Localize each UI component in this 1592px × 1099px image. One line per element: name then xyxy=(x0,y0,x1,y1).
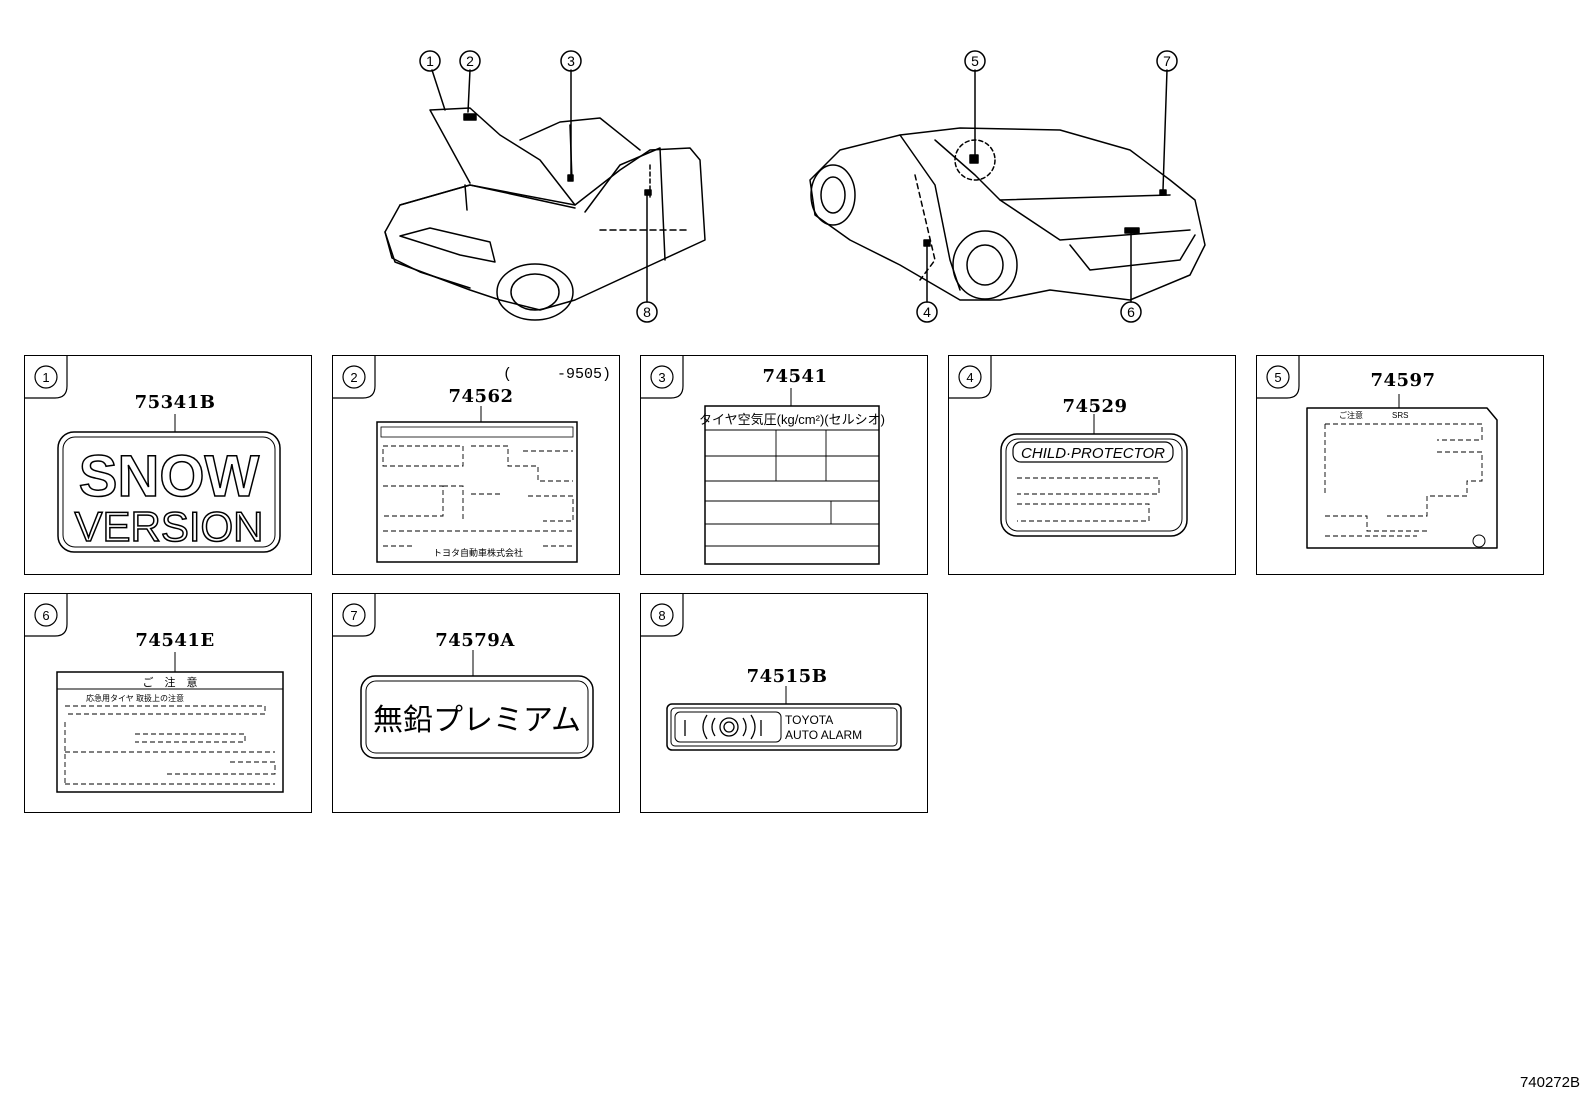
manufacturer-footer: トヨタ自動車株式会社 xyxy=(433,547,523,558)
part-number-74541E: 74541E xyxy=(135,630,215,651)
part-number-74515B: 74515B xyxy=(746,666,828,687)
label-panel-4: 4 CHILD·PROTECTOR 74529 xyxy=(948,355,1236,575)
rear-car-outline xyxy=(809,127,1206,301)
callout-3: 3 xyxy=(567,53,575,69)
panel-4-graphics: 4 CHILD·PROTECTOR xyxy=(949,356,1188,537)
label-panel-6: 6 ご 注 意 応急用タイヤ 取扱上の注意 74541E xyxy=(24,593,312,813)
label-panel-8: 8 TOYOTA AUTO ALARM 74515B xyxy=(640,593,928,813)
part-number-74529: 74529 xyxy=(1062,396,1128,417)
panel-7-graphics: 7 無鉛プレミアム xyxy=(333,594,594,759)
callout-4: 4 xyxy=(923,304,931,320)
panel-2-number: 2 xyxy=(350,370,357,385)
callout-8: 8 xyxy=(643,304,651,320)
panel-7-number: 7 xyxy=(350,608,357,623)
srs-text: SRS xyxy=(1392,411,1408,420)
panel-5-graphics: 5 ご注意 SRS xyxy=(1257,356,1498,549)
tire-pressure-header: タイヤ空気圧(kg/cm²)(セルシオ) xyxy=(699,412,885,427)
callout-5: 5 xyxy=(971,53,979,69)
panel-2-graphics: 2 トヨタ自動車株式会社 xyxy=(333,356,578,563)
front-car-outline xyxy=(384,107,706,321)
part-number-74597: 74597 xyxy=(1370,370,1436,391)
label-panel-7: 7 無鉛プレミアム 74579A xyxy=(332,593,620,813)
label-panel-2: 2 トヨタ自動車株式会社 74562 ( -9505) xyxy=(332,355,620,575)
version-text: VERSION xyxy=(74,503,263,550)
panel-3-number: 3 xyxy=(658,370,665,385)
panel-8-number: 8 xyxy=(658,608,665,623)
toyota-text: TOYOTA xyxy=(785,713,833,727)
spare-tire-subheader: 応急用タイヤ 取扱上の注意 xyxy=(86,693,184,703)
snow-text: SNOW xyxy=(79,444,260,509)
panel-1-graphics: 1 SNOW VERSION xyxy=(25,356,281,553)
premium-unleaded-text: 無鉛プレミアム xyxy=(373,703,581,738)
part-number-74541: 74541 xyxy=(762,366,828,387)
label-panel-1: 1 SNOW VERSION 75341B xyxy=(24,355,312,575)
panel-6-graphics: 6 ご 注 意 応急用タイヤ 取扱上の注意 xyxy=(25,594,284,793)
part-number-74579A: 74579A xyxy=(435,630,515,651)
caution-text: ご注意 xyxy=(1339,410,1363,420)
panel-6-number: 6 xyxy=(42,608,49,623)
panel-1-number: 1 xyxy=(42,370,49,385)
callout-6: 6 xyxy=(1127,304,1135,320)
part-number-75341B: 75341B xyxy=(134,392,216,413)
panel-5-number: 5 xyxy=(1274,370,1281,385)
caution-header: ご 注 意 xyxy=(143,675,198,689)
panel-3-graphics: 3 タイヤ空気圧(kg/cm²)(セルシオ) xyxy=(641,356,885,565)
diagram-code: 740272B xyxy=(1519,1074,1580,1091)
auto-alarm-text: AUTO ALARM xyxy=(785,728,862,742)
panel-8-graphics: 8 TOYOTA AUTO ALARM xyxy=(641,594,902,751)
callout-7: 7 xyxy=(1163,53,1171,69)
production-range-note: ( -9505) xyxy=(502,366,611,383)
label-panel-5: 5 ご注意 SRS 74597 xyxy=(1256,355,1544,575)
vehicle-illustrations: 1 2 3 4 5 6 7 8 xyxy=(384,50,1206,323)
label-panel-3: 3 タイヤ空気圧(kg/cm²)(セルシオ) 74541 xyxy=(640,355,928,575)
callout-1: 1 xyxy=(426,53,434,69)
panel-4-number: 4 xyxy=(966,370,973,385)
alarm-signal-icon xyxy=(684,714,762,740)
part-number-74562: 74562 xyxy=(448,386,514,407)
child-protector-text: CHILD·PROTECTOR xyxy=(1021,445,1165,462)
callout-2: 2 xyxy=(466,53,474,69)
